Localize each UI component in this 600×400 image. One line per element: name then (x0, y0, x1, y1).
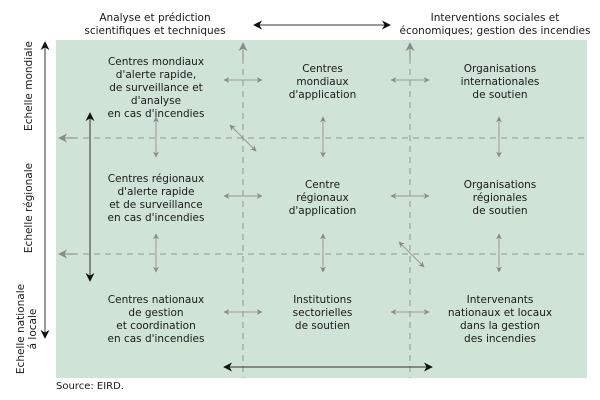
cell-global-warning-centres: Centres mondiaux d'alerte rapide, de sur… (107, 56, 205, 120)
cell-national-management-centres: Centres nationaux de gestion et coordina… (107, 294, 205, 345)
cell-regional-application-centres: Centre régionaux d'application (288, 179, 357, 217)
double-arrow-diagonal-icon (229, 124, 257, 152)
double-arrow-diagonal-icon (398, 241, 425, 268)
grid-arrowheads (58, 42, 415, 259)
cell-global-application-centres: Centres mondiaux d'application (288, 63, 357, 101)
source-caption: Source: EIRD. (56, 381, 124, 392)
cell-national-local-stakeholders: Intervenants nationaux et locaux dans la… (447, 294, 553, 345)
scale-label-national: Echelle nationale á locale (15, 283, 39, 375)
axis-arrows (40, 20, 433, 372)
cell-regional-warning-centres: Centres régionaux d'alerte rapide et de … (107, 173, 205, 224)
scale-label-regional: Echelle régionale (23, 162, 35, 254)
header-social-interventions: Interventions sociales et économiques; g… (399, 12, 591, 37)
cell-international-support-orgs: Organisations internationales de soutien (460, 63, 540, 101)
diagram-panel (56, 40, 587, 378)
header-scientific-analysis: Analyse et prédiction scientifiques et t… (84, 12, 226, 37)
cell-connectors (153, 77, 502, 315)
cell-sectoral-support-institutions: Institutions sectorielles de soutien (292, 294, 353, 332)
cell-regional-support-orgs: Organisations régionales de soutien (463, 179, 537, 217)
scale-label-global: Echelle mondiale (23, 41, 35, 131)
